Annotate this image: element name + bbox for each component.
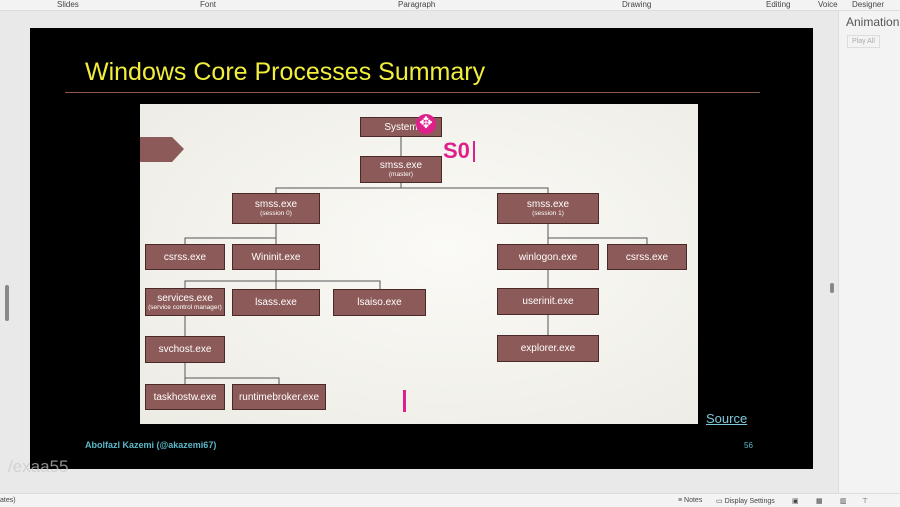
slide-footer-author: Abolfazl Kazemi (@akazemi67) <box>85 440 217 450</box>
box-csrss-right: csrss.exe <box>607 244 687 270</box>
slide-title: Windows Core Processes Summary <box>85 58 486 86</box>
box-smss-session1: smss.exe(session 1) <box>497 193 599 224</box>
box-sublabel: (master) <box>388 171 414 179</box>
status-text: ates) <box>0 497 16 504</box>
box-wininit: Wininit.exe <box>232 244 320 270</box>
title-divider <box>65 92 760 93</box>
box-smss-session0: smss.exe(session 0) <box>232 193 320 224</box>
ribbon-group-slides[interactable]: Slides <box>57 0 79 9</box>
ribbon-group-drawing[interactable]: Drawing <box>622 0 652 9</box>
box-label: lsass.exe <box>255 297 297 308</box>
display-settings-button[interactable]: ▭ Display Settings <box>716 498 775 505</box>
ribbon-group-font[interactable]: Font <box>200 0 217 9</box>
animation-pane: Animation Play All <box>838 11 900 493</box>
box-label: Wininit.exe <box>251 251 301 263</box>
box-explorer: explorer.exe <box>497 335 599 362</box>
move-cursor-icon: ✥ <box>416 114 436 134</box>
play-all-button[interactable]: Play All <box>847 35 880 48</box>
box-label: smss.exe <box>526 199 570 211</box>
box-winlogon: winlogon.exe <box>497 244 599 270</box>
box-label: smss.exe <box>379 160 423 172</box>
box-runtimebroker: runtimebroker.exe <box>232 384 326 410</box>
reading-view-icon[interactable]: ▥ <box>840 498 847 505</box>
slide-sorter-icon[interactable]: ▦ <box>816 498 823 505</box>
notes-label: Notes <box>684 497 703 504</box>
box-lsass: lsass.exe <box>232 289 320 316</box>
watermark: /exaa55 <box>8 457 69 476</box>
animation-pane-title: Animation <box>846 15 900 29</box>
slide-page-number: 56 <box>744 441 753 450</box>
display-settings-label: Display Settings <box>724 498 775 505</box>
ribbon-group-designer[interactable]: Designer <box>852 0 885 9</box>
slideshow-icon[interactable]: ⊤ <box>862 498 869 505</box>
ribbon-group-voice[interactable]: Voice <box>818 0 838 9</box>
status-bar: ates) ≡ Notes ▭ Display Settings ▣ ▦ ▥ ⊤ <box>0 493 900 507</box>
box-label: System <box>384 121 418 133</box>
box-sublabel: (session 1) <box>532 210 564 218</box>
vertical-scrollbar-thumb[interactable] <box>830 283 834 293</box>
annotation-text: S0 <box>443 138 470 163</box>
notes-button[interactable]: ≡ Notes <box>678 497 703 504</box>
box-label: explorer.exe <box>520 343 576 354</box>
box-lsaiso: lsaiso.exe <box>333 289 426 316</box>
box-smss-master: smss.exe(master) <box>360 156 442 183</box>
box-label: runtimebroker.exe <box>238 391 320 403</box>
ribbon-group-editing[interactable]: Editing <box>766 0 791 9</box>
box-label: svchost.exe <box>158 344 212 355</box>
box-label: winlogon.exe <box>518 251 578 263</box>
box-services: services.exe(service control manager) <box>145 288 225 316</box>
box-label: taskhostw.exe <box>153 391 217 403</box>
box-label: csrss.exe <box>163 251 207 263</box>
text-cursor-caret <box>473 141 475 162</box>
box-label: userinit.exe <box>522 296 574 307</box>
annotation-mark <box>403 390 406 412</box>
box-label: csrss.exe <box>625 251 669 263</box>
ribbon-group-paragraph[interactable]: Paragraph <box>398 0 436 9</box>
left-scrollbar-thumb[interactable] <box>5 285 9 321</box>
normal-view-icon[interactable]: ▣ <box>792 498 799 505</box>
box-svchost: svchost.exe <box>145 336 225 363</box>
box-sublabel: (service control manager) <box>148 303 222 311</box>
box-userinit: userinit.exe <box>497 288 599 315</box>
box-sublabel: (session 0) <box>260 210 292 218</box>
ribbon: Slides Font Paragraph Drawing Editing Vo… <box>0 0 900 11</box>
box-taskhostw: taskhostw.exe <box>145 384 225 410</box>
box-label: lsaiso.exe <box>357 297 402 308</box>
box-label: smss.exe <box>254 199 298 211</box>
box-csrss-left: csrss.exe <box>145 244 225 270</box>
decorative-arrow-shape <box>140 137 184 162</box>
box-label: services.exe <box>157 292 213 304</box>
source-link[interactable]: Source <box>706 411 748 426</box>
